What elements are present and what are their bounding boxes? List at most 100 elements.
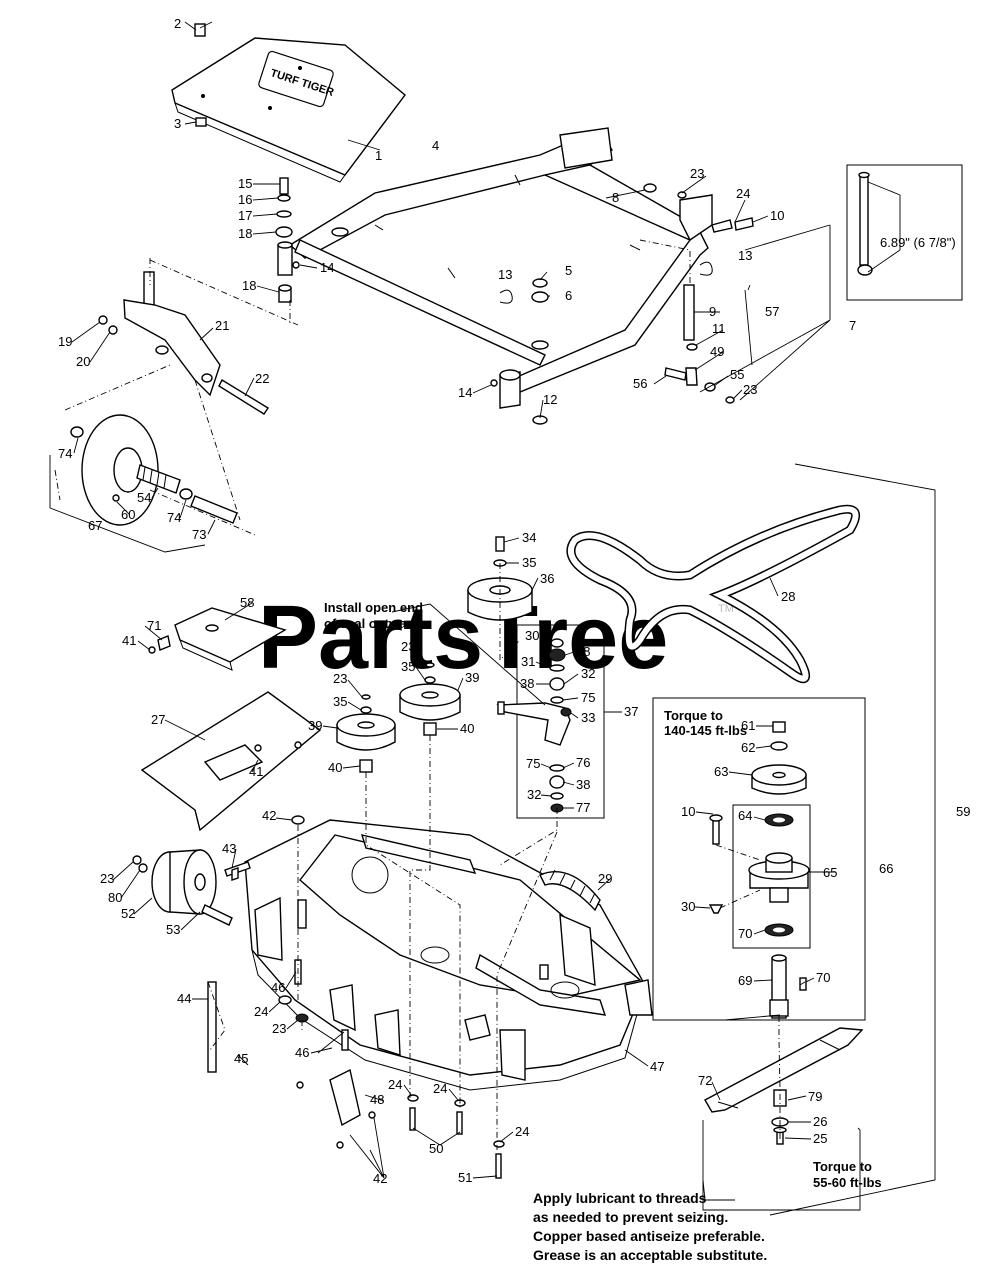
callout-67: 67 bbox=[88, 518, 102, 533]
idler-arm-assembly bbox=[496, 638, 572, 813]
dimension-label: 6.89" (6 7/8") bbox=[880, 235, 956, 250]
pulley-39-right bbox=[399, 662, 461, 736]
callout-30: 30 bbox=[681, 899, 695, 914]
callout-35: 35 bbox=[522, 555, 536, 570]
note-torque-spindle: Torque to 140-145 ft-lbs bbox=[664, 708, 747, 738]
callout-51: 51 bbox=[458, 1170, 472, 1185]
callout-75: 75 bbox=[581, 690, 595, 705]
callout-52: 52 bbox=[121, 906, 135, 921]
callout-31: 31 bbox=[521, 654, 535, 669]
callout-62: 62 bbox=[741, 740, 755, 755]
drive-belt bbox=[566, 504, 861, 684]
lubricant-line-3: Copper based antiseize preferable. bbox=[533, 1228, 765, 1244]
deck-frame bbox=[288, 127, 713, 409]
note-torque-blade: Torque to 55-60 ft-lbs bbox=[813, 1159, 882, 1190]
belt-cover-58 bbox=[148, 607, 287, 671]
nut-3 bbox=[195, 117, 207, 127]
callout-70: 70 bbox=[738, 926, 752, 941]
callout-54: 54 bbox=[137, 490, 151, 505]
callout-60: 60 bbox=[121, 507, 135, 522]
callout-21: 21 bbox=[215, 318, 229, 333]
callout-24: 24 bbox=[736, 186, 750, 201]
callout-22: 22 bbox=[255, 371, 269, 386]
callout-66: 66 bbox=[879, 861, 893, 876]
callout-35: 35 bbox=[401, 659, 415, 674]
callout-23: 23 bbox=[743, 382, 757, 397]
torque-spindle-line-1: Torque to bbox=[664, 708, 723, 723]
callout-59: 59 bbox=[956, 804, 970, 819]
callout-55: 55 bbox=[730, 367, 744, 382]
logo-mark: TURF TIGER bbox=[258, 50, 335, 108]
callout-10: 10 bbox=[770, 208, 784, 223]
seal-note-line-2: of seal outward bbox=[324, 616, 419, 631]
belt-cover-27 bbox=[140, 691, 322, 832]
callout-32: 32 bbox=[581, 666, 595, 681]
callout-65: 65 bbox=[823, 865, 837, 880]
callout-41: 41 bbox=[122, 633, 136, 648]
callout-44: 44 bbox=[177, 991, 191, 1006]
callout-13: 13 bbox=[738, 248, 752, 263]
callout-58: 58 bbox=[240, 595, 254, 610]
callout-6: 6 bbox=[565, 288, 572, 303]
callout-20: 20 bbox=[76, 354, 90, 369]
leader-lines bbox=[49, 21, 936, 1216]
callout-26: 26 bbox=[813, 1114, 827, 1129]
callout-64: 64 bbox=[738, 808, 752, 823]
callout-9: 9 bbox=[709, 304, 716, 319]
callout-53: 53 bbox=[166, 922, 180, 937]
callout-15: 15 bbox=[238, 176, 252, 191]
callout-30: 30 bbox=[525, 628, 539, 643]
callout-leaders bbox=[71, 21, 836, 1179]
callout-76: 76 bbox=[576, 755, 590, 770]
callout-74: 74 bbox=[58, 446, 72, 461]
callout-18: 18 bbox=[242, 278, 256, 293]
callout-labels: 2 3 1 4 15 16 17 18 14 18 13 5 6 23 8 24… bbox=[58, 16, 970, 1186]
callout-40: 40 bbox=[460, 721, 474, 736]
callout-38: 38 bbox=[520, 676, 534, 691]
callout-23: 23 bbox=[272, 1021, 286, 1036]
caster-arm-assembly bbox=[98, 271, 269, 415]
lubricant-line-1: Apply lubricant to threads bbox=[533, 1190, 707, 1206]
callout-36: 36 bbox=[540, 571, 554, 586]
callout-35: 35 bbox=[333, 694, 347, 709]
callout-25: 25 bbox=[813, 1131, 827, 1146]
callout-71: 71 bbox=[147, 618, 161, 633]
callout-56: 56 bbox=[633, 376, 647, 391]
callout-11: 11 bbox=[712, 321, 726, 336]
callout-2: 2 bbox=[174, 16, 181, 31]
callout-46: 46 bbox=[295, 1045, 309, 1060]
trademark: TM bbox=[718, 603, 734, 615]
callout-24: 24 bbox=[254, 1004, 268, 1019]
callout-24: 24 bbox=[433, 1081, 447, 1096]
callout-43: 43 bbox=[222, 841, 236, 856]
spindle-assembly bbox=[708, 721, 810, 1019]
callout-41: 41 bbox=[249, 764, 263, 779]
callout-78: 78 bbox=[576, 644, 590, 659]
callout-47: 47 bbox=[650, 1059, 664, 1074]
callout-49: 49 bbox=[710, 344, 724, 359]
callout-72: 72 bbox=[698, 1073, 712, 1088]
pivot-hardware-left bbox=[275, 177, 293, 303]
mower-deck bbox=[244, 819, 653, 1091]
callout-23: 23 bbox=[401, 639, 415, 654]
callout-34: 34 bbox=[522, 530, 536, 545]
callout-38: 38 bbox=[576, 777, 590, 792]
callout-69: 69 bbox=[738, 973, 752, 988]
seal-note-line-1: Install open end bbox=[324, 600, 423, 615]
torque-spindle-line-2: 140-145 ft-lbs bbox=[664, 723, 747, 738]
callout-27: 27 bbox=[151, 712, 165, 727]
lubricant-line-2: as needed to prevent seizing. bbox=[533, 1209, 728, 1225]
callout-24: 24 bbox=[515, 1124, 529, 1139]
callout-70: 70 bbox=[816, 970, 830, 985]
deck-hardware bbox=[207, 815, 505, 1179]
callout-74: 74 bbox=[167, 510, 181, 525]
torque-blade-line-1: Torque to bbox=[813, 1159, 872, 1174]
callout-46: 46 bbox=[271, 980, 285, 995]
callout-16: 16 bbox=[238, 192, 252, 207]
spindle-inset-frame bbox=[652, 697, 866, 1021]
pulley-39-left bbox=[336, 694, 396, 773]
callout-61: 61 bbox=[741, 718, 755, 733]
callout-50: 50 bbox=[429, 1141, 443, 1156]
callout-5: 5 bbox=[565, 263, 572, 278]
callout-45: 45 bbox=[234, 1051, 248, 1066]
